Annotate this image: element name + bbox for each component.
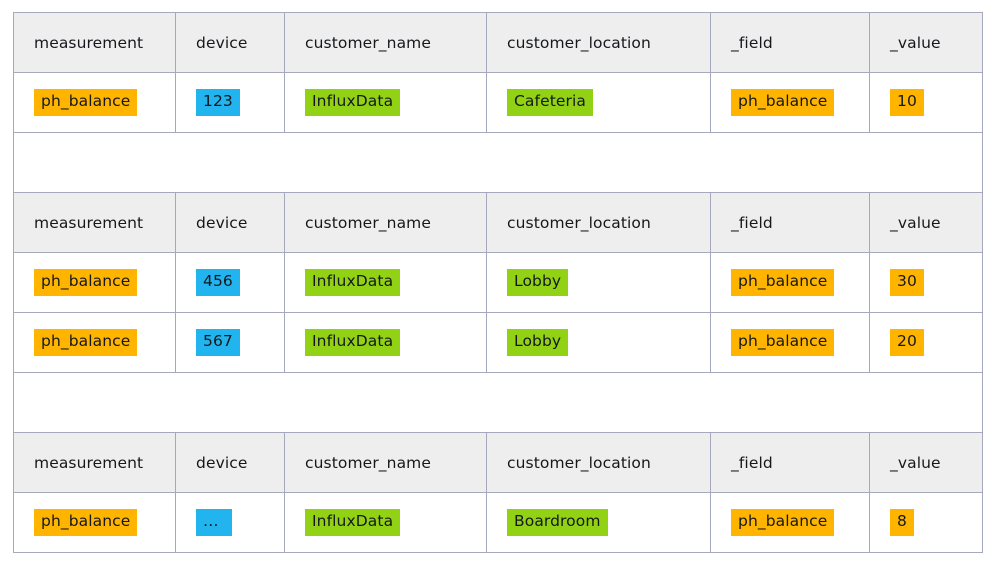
chip-measurement: ph_balance <box>34 89 138 116</box>
chip-_field: ph_balance <box>731 269 835 296</box>
chip-device: 456 <box>196 269 240 296</box>
column-header-device: device <box>175 192 285 253</box>
chip-_field: ph_balance <box>731 509 835 536</box>
column-header-measurement: measurement <box>13 192 176 253</box>
cell-customer_name: InfluxData <box>284 72 487 133</box>
chip-measurement: ph_balance <box>34 269 138 296</box>
chip-_value: 8 <box>890 509 914 536</box>
cell-_value: 10 <box>869 72 983 133</box>
cell-device: 123 <box>175 72 285 133</box>
chip-_field: ph_balance <box>731 329 835 356</box>
column-header-device: device <box>175 12 285 73</box>
chip-customer_name: InfluxData <box>305 509 401 536</box>
cell-measurement: ph_balance <box>13 312 176 373</box>
chip-customer_location: Boardroom <box>507 509 608 536</box>
cell-device: 456 <box>175 252 285 313</box>
column-header-_value: _value <box>869 192 983 253</box>
chip-device: 567 <box>196 329 240 356</box>
cell-_field: ph_balance <box>710 492 870 553</box>
column-header-_value: _value <box>869 12 983 73</box>
cell-device: 567 <box>175 312 285 373</box>
chip-_value: 20 <box>890 329 924 356</box>
chip-device: 123 <box>196 89 240 116</box>
cell-_field: ph_balance <box>710 72 870 133</box>
cell-_field: ph_balance <box>710 312 870 373</box>
column-header-device: device <box>175 432 285 493</box>
table-row: ph_balance 456 InfluxData Lobby ph_balance 30 <box>13 252 983 313</box>
chip-customer_name: InfluxData <box>305 269 401 296</box>
column-header-_field: _field <box>710 432 870 493</box>
column-header-customer_location: customer_location <box>486 192 711 253</box>
table-row: ph_balance 567 InfluxData Lobby ph_balance 20 <box>13 312 983 373</box>
chip-measurement: ph_balance <box>34 509 138 536</box>
cell-customer_location: Lobby <box>486 252 711 313</box>
column-header-_field: _field <box>710 192 870 253</box>
chip-_value: 10 <box>890 89 924 116</box>
table-group-spacer <box>13 372 983 433</box>
cell-_value: 30 <box>869 252 983 313</box>
column-header-customer_name: customer_name <box>284 192 487 253</box>
cell-_value: 8 <box>869 492 983 553</box>
spacer-cell <box>13 132 983 193</box>
column-header-measurement: measurement <box>13 12 176 73</box>
chip-customer_location: Lobby <box>507 269 569 296</box>
chip-device: … <box>196 509 232 536</box>
cell-_field: ph_balance <box>710 252 870 313</box>
cell-measurement: ph_balance <box>13 72 176 133</box>
cell-measurement: ph_balance <box>13 492 176 553</box>
spacer-cell <box>13 372 983 433</box>
column-header-measurement: measurement <box>13 432 176 493</box>
column-header-_value: _value <box>869 432 983 493</box>
table-row: ph_balance … InfluxData Boardroom ph_balance… <box>13 492 983 553</box>
chip-measurement: ph_balance <box>34 329 138 356</box>
column-header-customer_name: customer_name <box>284 12 487 73</box>
column-header-customer_name: customer_name <box>284 432 487 493</box>
cell-customer_name: InfluxData <box>284 252 487 313</box>
cell-customer_location: Lobby <box>486 312 711 373</box>
chip-customer_location: Lobby <box>507 329 569 356</box>
chip-customer_location: Cafeteria <box>507 89 594 116</box>
table-group-spacer <box>13 132 983 193</box>
chip-_field: ph_balance <box>731 89 835 116</box>
cell-customer_name: InfluxData <box>284 312 487 373</box>
cell-customer_name: InfluxData <box>284 492 487 553</box>
column-header-customer_location: customer_location <box>486 12 711 73</box>
table-row: ph_balance 123 InfluxData Cafeteria ph_balan… <box>13 72 983 133</box>
cell-device: … <box>175 492 285 553</box>
cell-measurement: ph_balance <box>13 252 176 313</box>
column-header-_field: _field <box>710 12 870 73</box>
cell-customer_location: Boardroom <box>486 492 711 553</box>
chip-customer_name: InfluxData <box>305 329 401 356</box>
chip-_value: 30 <box>890 269 924 296</box>
cell-customer_location: Cafeteria <box>486 72 711 133</box>
column-header-customer_location: customer_location <box>486 432 711 493</box>
chip-customer_name: InfluxData <box>305 89 401 116</box>
cell-_value: 20 <box>869 312 983 373</box>
